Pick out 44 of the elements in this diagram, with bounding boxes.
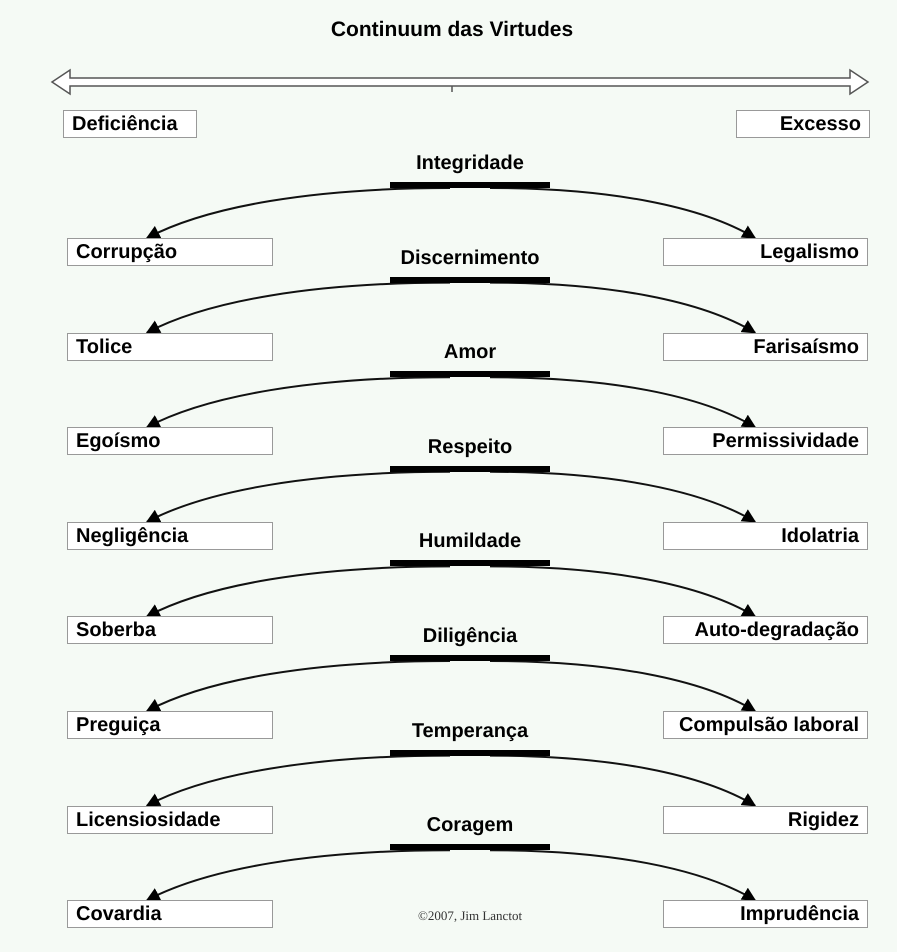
- vice-box: Tolice: [67, 332, 273, 361]
- vice-box: Rigidez: [663, 806, 868, 834]
- vice-box: Auto-degradação: [663, 616, 868, 644]
- curved-arrow: [490, 376, 756, 428]
- vice-box: Farisaísmo: [663, 332, 868, 361]
- curved-arrow: [146, 376, 450, 428]
- curved-arrow: [490, 754, 756, 806]
- vice-box: Permissividade: [663, 427, 868, 456]
- virtue-label-bar: Integridade: [390, 146, 550, 188]
- vice-box: Idolatria: [663, 522, 868, 550]
- copyright-note: ©2007, Jim Lanctot: [418, 907, 522, 925]
- curved-arrow: [146, 754, 450, 806]
- vice-box: Preguiça: [67, 711, 273, 739]
- vice-box: Covardia: [67, 900, 273, 928]
- virtue-label-bar: Discernimento: [390, 240, 550, 283]
- virtue-label-bar: Diligência: [390, 619, 550, 661]
- virtue-label-bar: Respeito: [390, 430, 550, 472]
- curved-arrow: [146, 849, 450, 902]
- title: Continuum das Virtudes: [330, 17, 574, 43]
- vice-box: Negligência: [67, 522, 273, 550]
- curved-arrow: [146, 470, 450, 523]
- scale-end-box: Excesso: [736, 110, 870, 138]
- curved-arrow: [146, 282, 450, 334]
- curved-arrow: [146, 187, 450, 239]
- virtue-label-bar: Coragem: [390, 808, 550, 850]
- curved-arrow: [490, 849, 756, 902]
- scale-end-box: Deficiência: [63, 110, 197, 138]
- curved-arrow: [490, 282, 756, 334]
- curved-arrow: [490, 660, 756, 712]
- curved-arrow: [490, 565, 756, 618]
- vice-box: Legalismo: [663, 238, 868, 266]
- virtue-label-bar: Temperança: [390, 714, 550, 756]
- virtue-label-bar: Amor: [390, 335, 550, 378]
- vice-box: Corrupção: [67, 238, 273, 266]
- curved-arrow: [490, 470, 756, 523]
- vice-box: Licensiosidade: [67, 806, 273, 834]
- vice-box: Imprudência: [663, 900, 868, 928]
- vice-box: Egoísmo: [67, 427, 273, 456]
- curved-arrow: [146, 660, 450, 712]
- vice-box: Soberba: [67, 616, 273, 644]
- virtue-label-bar: Humildade: [390, 524, 550, 566]
- curved-arrow: [146, 565, 450, 618]
- vice-box: Compulsão laboral: [663, 711, 868, 739]
- curved-arrow: [490, 187, 756, 239]
